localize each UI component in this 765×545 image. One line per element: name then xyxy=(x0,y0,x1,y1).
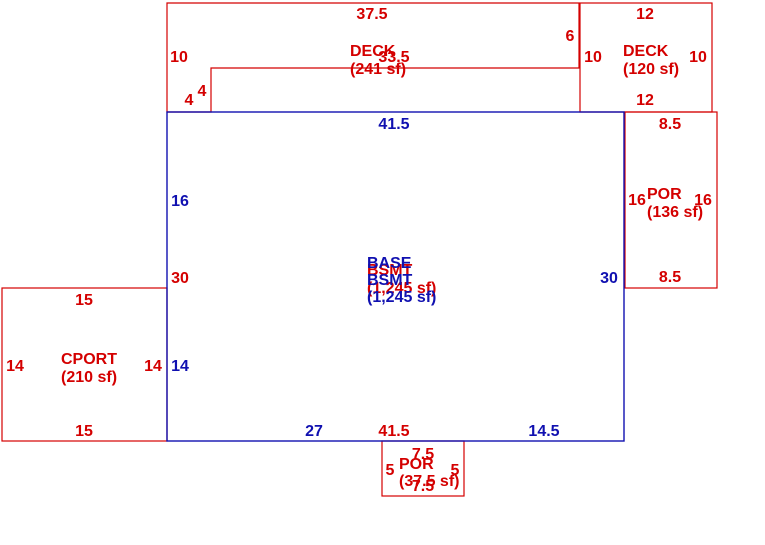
dim-base-left-mid: 30 xyxy=(171,270,189,287)
area-porch-right-name: POR xyxy=(647,186,682,203)
dim-porch-bottom-top: 7.5 xyxy=(412,446,434,463)
dim-deck-small-left: 10 xyxy=(584,49,602,66)
dim-deck-small-right: 10 xyxy=(689,49,707,66)
area-porch-bottom-size: (37.5 sf) xyxy=(399,473,459,490)
area-base-name: BASE xyxy=(367,255,412,272)
dim-deck-large-right: 6 xyxy=(566,28,575,45)
dim-deck-small-bottom: 12 xyxy=(636,92,654,109)
area-porch-right-size: (136 sf) xyxy=(647,204,703,221)
dim-deck-large-inner: 33.5 xyxy=(378,49,409,66)
dim-base-bottom-mid: 41.5 xyxy=(378,423,409,440)
dim-porch-right-top: 8.5 xyxy=(659,116,681,133)
dim-base-left-lower: 14 xyxy=(171,358,189,375)
area-deck-small-name: DECK xyxy=(623,43,669,60)
area-carport-name: CPORT xyxy=(61,351,117,368)
dim-deck-large-step-a: 4 xyxy=(185,92,194,109)
dim-deck-small-top: 12 xyxy=(636,6,654,23)
dim-deck-large-step-b: 4 xyxy=(198,83,207,100)
dim-porch-bottom-bottom: 7.5 xyxy=(412,478,434,495)
area-base-size: (1,245 sf) xyxy=(367,289,436,306)
porch-right-outline xyxy=(624,111,718,289)
dim-porch-bottom-right: 5 xyxy=(451,462,460,479)
area-bsmt-name-red: BSMT xyxy=(367,262,413,279)
area-bsmt-size-red: (1,245 sf) xyxy=(367,280,436,297)
area-deck-large-name: DECK xyxy=(350,43,396,60)
dim-base-left-upper: 16 xyxy=(171,193,189,210)
area-deck-small-size: (120 sf) xyxy=(623,61,679,78)
dim-porch-bottom-left: 5 xyxy=(386,462,395,479)
base-outline xyxy=(166,111,625,442)
dim-carport-left: 14 xyxy=(6,358,24,375)
dim-carport-top: 15 xyxy=(75,292,93,309)
dim-porch-right-right: 16 xyxy=(694,192,712,209)
dim-carport-bottom: 15 xyxy=(75,423,93,440)
dim-deck-large-top: 37.5 xyxy=(356,6,387,23)
dim-carport-right: 14 xyxy=(144,358,162,375)
area-deck-large-size: (241 sf) xyxy=(350,61,406,78)
area-porch-bottom-name: POR xyxy=(399,456,434,473)
dim-base-right: 30 xyxy=(600,270,618,287)
dim-base-top: 41.5 xyxy=(378,116,409,133)
dim-base-bottom-left: 27 xyxy=(305,423,323,440)
area-carport-size: (210 sf) xyxy=(61,369,117,386)
dim-porch-right-bottom: 8.5 xyxy=(659,269,681,286)
dim-porch-right-left: 16 xyxy=(628,192,646,209)
area-bsmt-name: BSMT xyxy=(367,272,413,289)
dim-deck-large-left: 10 xyxy=(170,49,188,66)
dim-base-bottom-right: 14.5 xyxy=(528,423,559,440)
